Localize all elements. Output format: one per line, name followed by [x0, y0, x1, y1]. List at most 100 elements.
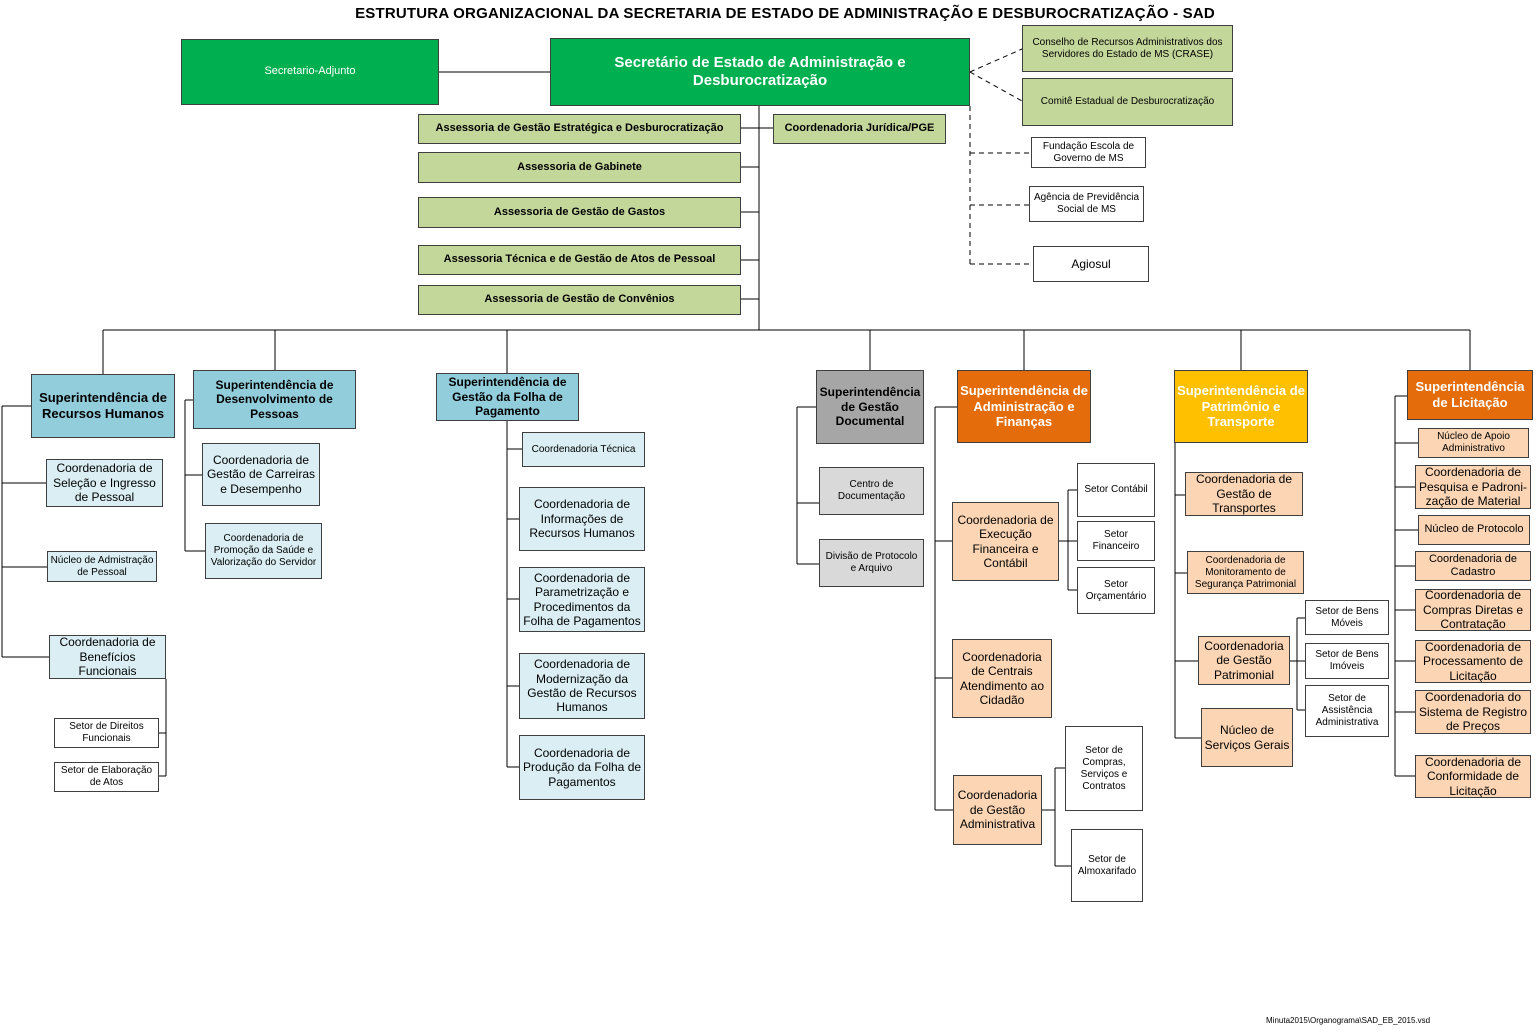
adm-item-label: Coordenadoria de Gestão Administrativa [957, 788, 1038, 832]
assessoria-box[interactable]: Assessoria de Gestão Estratégica e Desbu… [418, 114, 741, 144]
assessoria-box[interactable]: Assessoria de Gabinete [418, 152, 741, 183]
folha-item-box[interactable]: Coordenadoria de Parametrização e Proced… [519, 567, 645, 632]
superintendencia-adm-label: Superintendência de Administração e Fina… [960, 383, 1088, 430]
pat-item-label: Coordenadoria de Monitoramento de Segura… [1194, 554, 1297, 590]
pat-setor-label: Setor de Bens Móveis [1315, 605, 1379, 629]
pat-item-box[interactable]: Coordenadoria de Gestão Patrimonial [1198, 636, 1290, 685]
lic-item-box[interactable]: Núcleo de Protocolo [1418, 515, 1530, 545]
adm-setor-label: Setor de Almoxarifado [1077, 853, 1137, 877]
adm-item-box[interactable]: Coordenadoria de Execução Financeira e C… [952, 502, 1059, 581]
superintendencia-rh-box[interactable]: Superintendência de Recursos Humanos [31, 374, 175, 438]
lic-item-box[interactable]: Núcleo de Apoio Administrativo [1418, 428, 1529, 458]
superintendencia-adm-box[interactable]: Superintendência de Administração e Fina… [957, 370, 1091, 443]
secretario-label: Secretário de Estado de Administração e … [614, 54, 906, 89]
lic-item-label: Coordenadoria de Pesquisa e Padroni-zaçã… [1418, 465, 1528, 509]
adm-setor-label: Setor de Compras, Serviços e Contratos [1080, 744, 1128, 792]
adm-setor-label: Setor Orçamentário [1085, 578, 1147, 602]
assessoria-box[interactable]: Assessoria Técnica e de Gestão de Atos d… [418, 245, 741, 275]
rh-item-label: Coordenadoria de Seleção e Ingresso de P… [53, 461, 156, 505]
pat-item-box[interactable]: Coordenadoria de Monitoramento de Segura… [1187, 551, 1304, 594]
dp-item-label: Coordenadoria de Promoção da Saúde e Val… [210, 533, 317, 568]
rh-item-label: Coordenadoria de Benefícios Funcionais [59, 635, 156, 679]
dp-item-label: Coordenadoria de Gestão de Carreiras e D… [206, 452, 316, 496]
agencia-box[interactable]: Agência de Previdência Social de MS [1029, 186, 1144, 222]
superintendencia-lic-box[interactable]: Superintendência de Licitação [1407, 370, 1533, 420]
rh-setor-box[interactable]: Setor de Elaboração de Atos [54, 762, 159, 792]
folha-item-box[interactable]: Coordenadoria de Informações de Recursos… [519, 487, 645, 551]
folha-item-label: Coordenadoria de Informações de Recursos… [529, 497, 635, 541]
lic-item-box[interactable]: Coordenadoria de Pesquisa e Padroni-zaçã… [1415, 465, 1531, 509]
rh-item-box[interactable]: Coordenadoria de Benefícios Funcionais [49, 635, 166, 679]
comite-box[interactable]: Comitê Estadual de Desburocratização [1022, 78, 1233, 126]
assessoria-label: Assessoria de Gestão de Gastos [493, 205, 666, 218]
superintendencia-dp-label: Superintendência de Desenvolvimento de P… [215, 377, 334, 421]
lic-item-box[interactable]: Coordenadoria de Processamento de Licita… [1415, 640, 1531, 683]
dp-item-box[interactable]: Coordenadoria de Gestão de Carreiras e D… [202, 443, 320, 506]
lic-item-label: Coordenadoria de Compras Diretas e Contr… [1422, 589, 1524, 631]
superintendencia-doc-box[interactable]: Superintendência de Gestão Documental [816, 370, 924, 444]
lic-item-box[interactable]: Coordenadoria do Sistema de Registro de … [1415, 690, 1531, 734]
dp-item-box[interactable]: Coordenadoria de Promoção da Saúde e Val… [205, 523, 322, 579]
secretario-adjunto-box[interactable]: Secretario-Adjunto [181, 39, 439, 105]
adm-item-box[interactable]: Coordenadoria de Centrais Atendimento ao… [952, 639, 1052, 718]
footer-filename: Minuta2015\Organograma\SAD_EB_2015.vsd [1266, 1016, 1431, 1025]
assessoria-label: Assessoria Técnica e de Gestão de Atos d… [443, 253, 716, 266]
adm-setor-box[interactable]: Setor Orçamentário [1077, 567, 1155, 614]
folha-item-box[interactable]: Coordenadoria Técnica [522, 432, 645, 467]
agiosul-box[interactable]: Agiosul [1033, 246, 1149, 282]
coordenadoria-juridica-box[interactable]: Coordenadoria Jurídica/PGE [773, 114, 946, 144]
rh-item-label: Núcleo de Admistração de Pessoal [50, 554, 154, 578]
rh-item-box[interactable]: Núcleo de Admistração de Pessoal [47, 551, 157, 582]
rh-setor-box[interactable]: Setor de Direitos Funcionais [54, 718, 159, 748]
pat-item-label: Coordenadoria de Gestão de Transportes [1195, 472, 1293, 516]
folha-item-label: Coordenadoria Técnica [531, 443, 636, 455]
pat-setor-label: Setor de Assistência Administrativa [1315, 693, 1379, 728]
superintendencia-pat-box[interactable]: Superintendência de Patrimônio e Transpo… [1174, 370, 1308, 443]
adm-setor-box[interactable]: Setor Contábil [1077, 463, 1155, 517]
pat-item-box[interactable]: Núcleo de Serviços Gerais [1201, 708, 1293, 767]
assessoria-box[interactable]: Assessoria de Gestão de Gastos [418, 197, 741, 228]
crase-box[interactable]: Conselho de Recursos Administrativos dos… [1022, 25, 1233, 72]
adm-setor-box[interactable]: Setor de Almoxarifado [1071, 829, 1143, 902]
agencia-label: Agência de Previdência Social de MS [1033, 192, 1140, 215]
pat-setor-box[interactable]: Setor de Bens Imóveis [1305, 643, 1389, 679]
secretario-box[interactable]: Secretário de Estado de Administração e … [550, 38, 970, 106]
assessoria-box[interactable]: Assessoria de Gestão de Convênios [418, 285, 741, 315]
folha-item-box[interactable]: Coordenadoria de Produção da Folha de Pa… [519, 735, 645, 800]
rh-item-box[interactable]: Coordenadoria de Seleção e Ingresso de P… [46, 459, 163, 507]
adm-item-box[interactable]: Coordenadoria de Gestão Administrativa [953, 775, 1042, 845]
fundacao-box[interactable]: Fundação Escola de Governo de MS [1031, 137, 1146, 168]
doc-item-label: Centro de Documentação [837, 479, 906, 502]
adm-item-label: Coordenadoria de Centrais Atendimento ao… [959, 649, 1045, 707]
lic-item-label: Coordenadoria do Sistema de Registro de … [1418, 690, 1528, 734]
doc-item-box[interactable]: Centro de Documentação [819, 467, 924, 515]
superintendencia-folha-label: Superintendência de Gestão da Folha de P… [448, 375, 567, 419]
lic-item-box[interactable]: Coordenadoria de Conformidade de Licitaç… [1415, 755, 1531, 798]
comite-label: Comitê Estadual de Desburocratização [1040, 96, 1215, 107]
superintendencia-folha-box[interactable]: Superintendência de Gestão da Folha de P… [436, 373, 579, 421]
superintendencia-lic-label: Superintendência de Licitação [1415, 379, 1525, 410]
folha-item-label: Coordenadoria de Parametrização e Proced… [523, 570, 641, 628]
pat-setor-box[interactable]: Setor de Assistência Administrativa [1305, 685, 1389, 737]
superintendencia-rh-label: Superintendência de Recursos Humanos [39, 390, 167, 421]
adm-setor-box[interactable]: Setor Financeiro [1077, 521, 1155, 561]
doc-item-box[interactable]: Divisão de Protocolo e Arquivo [819, 539, 924, 587]
lic-item-label: Núcleo de Protocolo [1424, 523, 1524, 536]
secretario-adjunto-label: Secretario-Adjunto [264, 65, 356, 78]
superintendencia-dp-box[interactable]: Superintendência de Desenvolvimento de P… [193, 370, 356, 429]
folha-item-box[interactable]: Coordenadoria de Modernização da Gestão … [519, 653, 645, 719]
coordenadoria-juridica-label: Coordenadoria Jurídica/PGE [784, 122, 935, 135]
fundacao-label: Fundação Escola de Governo de MS [1042, 140, 1135, 164]
lic-item-box[interactable]: Coordenadoria de Cadastro [1415, 551, 1531, 581]
superintendencia-pat-label: Superintendência de Patrimônio e Transpo… [1177, 383, 1305, 430]
pat-setor-box[interactable]: Setor de Bens Móveis [1305, 600, 1389, 635]
rh-setor-label: Setor de Elaboração de Atos [60, 765, 153, 788]
pat-item-box[interactable]: Coordenadoria de Gestão de Transportes [1185, 472, 1303, 516]
assessoria-label: Assessoria de Gestão Estratégica e Desbu… [435, 122, 724, 135]
adm-setor-box[interactable]: Setor de Compras, Serviços e Contratos [1065, 726, 1143, 811]
doc-item-label: Divisão de Protocolo e Arquivo [825, 551, 918, 574]
rh-setor-label: Setor de Direitos Funcionais [69, 721, 144, 744]
lic-item-box[interactable]: Coordenadoria de Compras Diretas e Contr… [1415, 589, 1531, 631]
